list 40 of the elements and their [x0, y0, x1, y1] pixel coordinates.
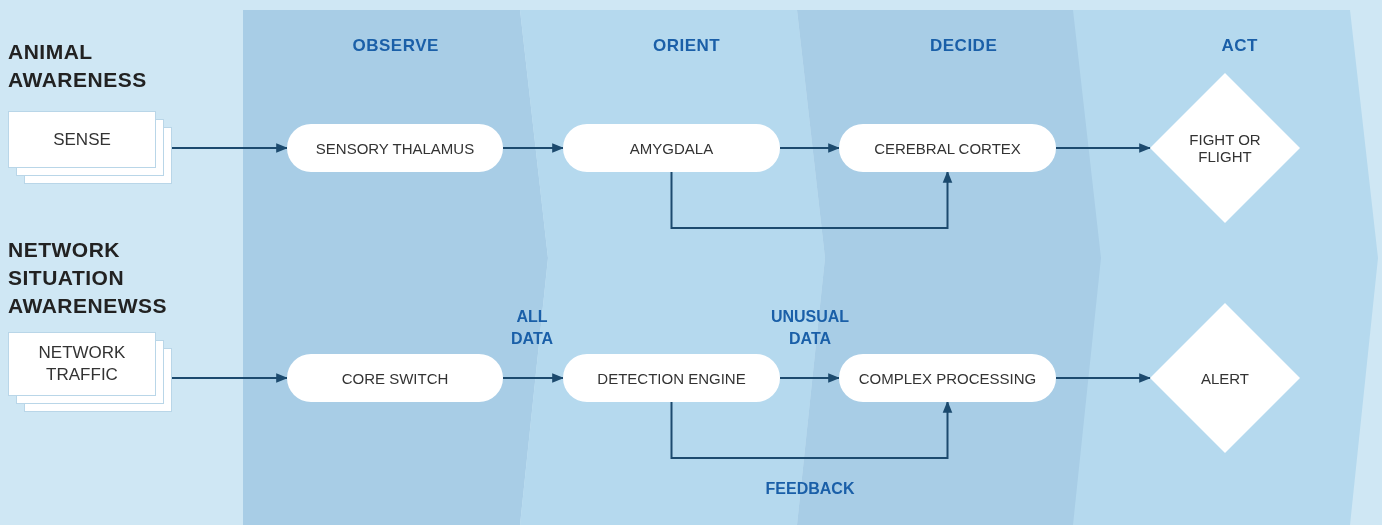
arrow [670, 400, 953, 459]
node-label: COMPLEX PROCESSING [858, 369, 1037, 387]
arrow [779, 373, 841, 383]
row-heading: NETWORK SITUATION AWARENEWSS [8, 237, 168, 319]
node-label: ALERT [1199, 369, 1251, 387]
band-heading: DECIDE [930, 36, 998, 56]
band-heading: OBSERVE [352, 36, 439, 56]
arrow [502, 373, 565, 383]
band-heading: ORIENT [653, 36, 721, 56]
process-pill [287, 124, 503, 172]
node-label: SENSE [52, 128, 112, 151]
edge-label: UNUSUAL DATA [769, 307, 851, 349]
chevron-band [1073, 10, 1378, 525]
node-label: FIGHT OR FLIGHT [1188, 131, 1262, 165]
node-label: DETECTION ENGINE [597, 369, 746, 387]
process-pill [839, 124, 1056, 172]
arrow [779, 143, 841, 153]
arrow [171, 143, 289, 153]
arrow [502, 143, 565, 153]
arrow [670, 170, 953, 229]
document-stack [8, 332, 172, 412]
node-label: NETWORK TRAFFIC [37, 342, 127, 386]
row-heading: ANIMAL AWARENESS [8, 39, 148, 93]
node-label: CEREBRAL CORTEX [874, 139, 1021, 157]
decision-diamond [1150, 303, 1300, 453]
edge-label: ALL DATA [509, 307, 555, 349]
node-label: AMYGDALA [629, 139, 714, 157]
process-pill [563, 124, 780, 172]
process-pill [563, 354, 780, 402]
process-pill [287, 354, 503, 402]
node-label: SENSORY THALAMUS [315, 139, 475, 157]
arrow [171, 373, 289, 383]
edge-label: FEEDBACK [764, 479, 856, 499]
arrow [1055, 373, 1152, 383]
band-heading: ACT [1221, 36, 1258, 56]
document-stack [8, 111, 172, 184]
process-pill [839, 354, 1056, 402]
arrow [1055, 143, 1152, 153]
node-label: CORE SWITCH [341, 369, 449, 387]
decision-diamond [1150, 73, 1300, 223]
